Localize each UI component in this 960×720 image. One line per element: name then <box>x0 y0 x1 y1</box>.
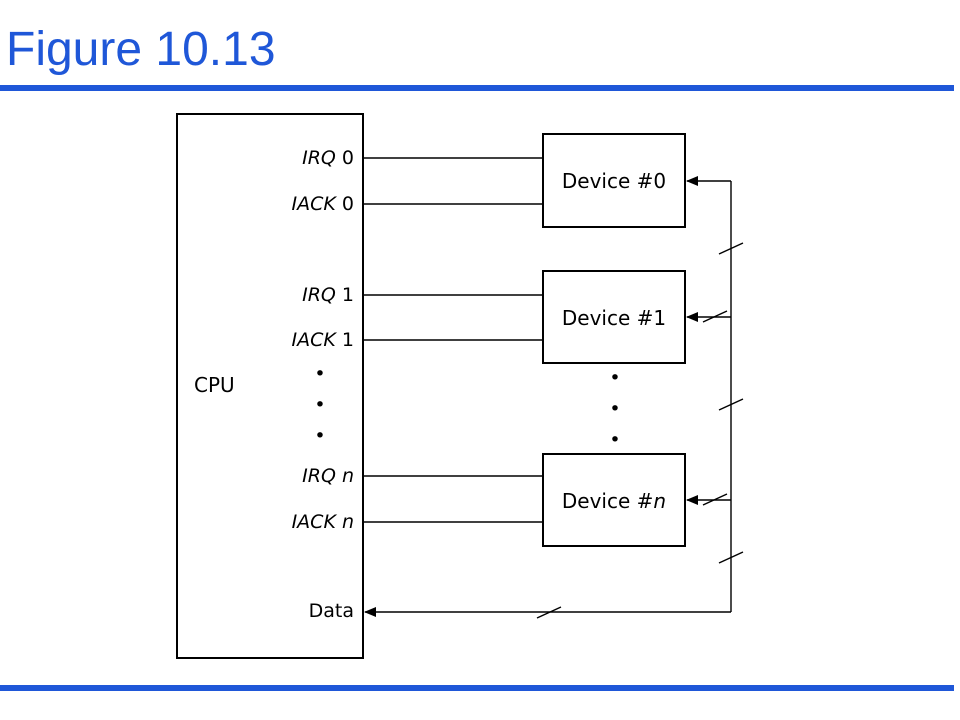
bus-width-slash <box>718 398 744 411</box>
pin-label-irq-1: IRQ 1 <box>302 284 354 306</box>
device-box-0 <box>542 133 686 228</box>
bus-width-slash <box>536 606 562 619</box>
pin-label-iack-0: IACK 0 <box>292 193 354 215</box>
device-label-1: Device #1 <box>562 306 666 330</box>
pin-label-data: Data <box>309 600 354 622</box>
page-title: Figure 10.13 <box>6 23 276 76</box>
cpu-ellipsis-dot: • <box>314 425 325 447</box>
bus-width-slash <box>718 242 744 255</box>
device-box-n <box>542 453 686 547</box>
pin-label-irq-0: IRQ 0 <box>302 147 354 169</box>
cpu-ellipsis-dot: • <box>314 394 325 416</box>
pin-label-irq-n: IRQ n <box>302 465 354 487</box>
bus-width-slash <box>718 551 744 564</box>
cpu-box <box>176 113 364 659</box>
device-ellipsis-dot: • <box>609 367 620 389</box>
pin-label-iack-1: IACK 1 <box>292 329 354 351</box>
title-divider <box>0 85 954 91</box>
bus-width-slash <box>702 310 728 323</box>
device-label-n: Device #n <box>562 489 666 513</box>
device-box-1 <box>542 270 686 364</box>
cpu-label: CPU <box>194 373 235 397</box>
device-label-0: Device #0 <box>562 169 666 193</box>
cpu-ellipsis-dot: • <box>314 363 325 385</box>
device-ellipsis-dot: • <box>609 398 620 420</box>
footer-divider <box>0 685 954 691</box>
pin-label-iack-n: IACK n <box>292 511 354 533</box>
device-ellipsis-dot: • <box>609 429 620 451</box>
bus-width-slash <box>702 493 728 506</box>
